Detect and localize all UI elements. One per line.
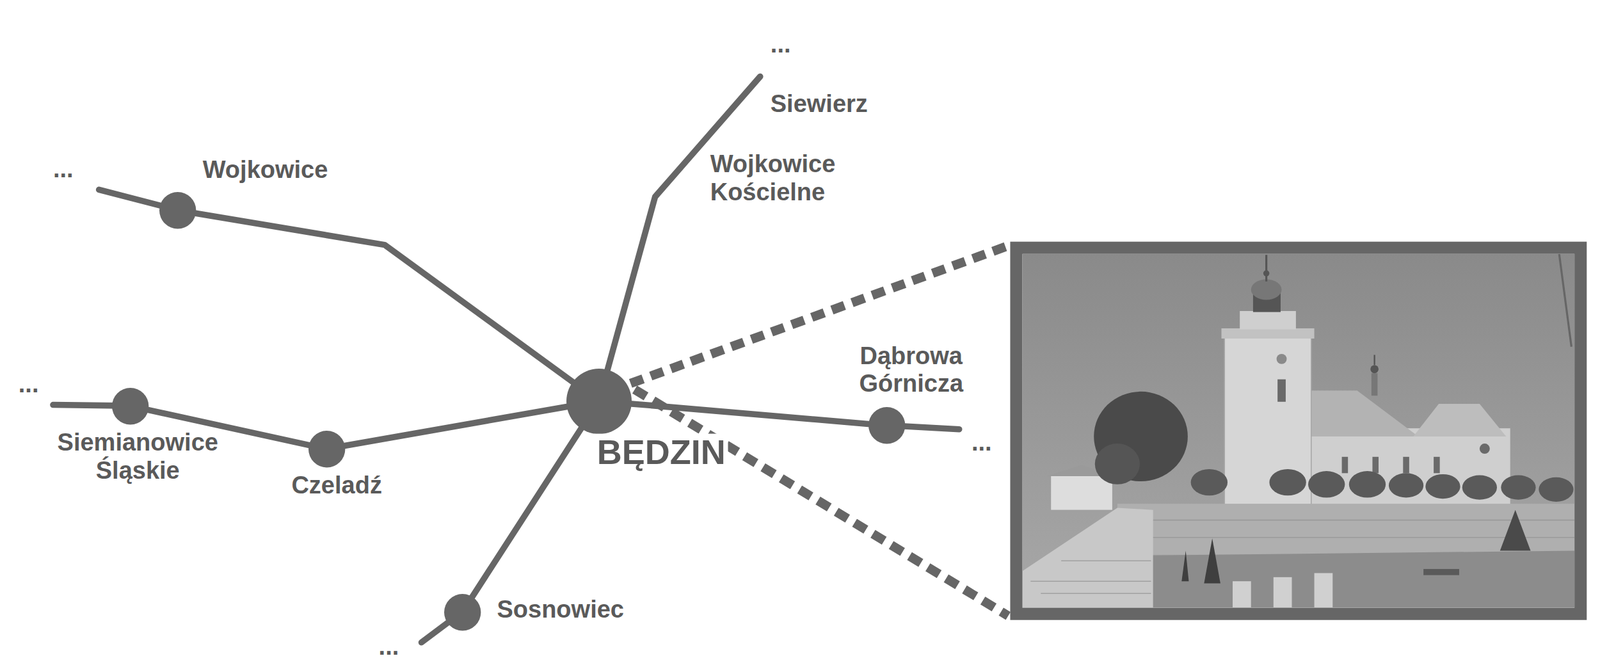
conifer [1500, 510, 1531, 552]
house [1050, 474, 1113, 510]
callout-lines [630, 245, 1008, 616]
post [1314, 572, 1334, 608]
town-name: Siewierz [770, 90, 868, 119]
town-node: Siemianowice Śląskie [112, 387, 149, 425]
town-dot-circle [566, 368, 632, 434]
post [1273, 577, 1293, 608]
trimmed-tree [1538, 477, 1574, 502]
tower [1224, 336, 1312, 505]
town-node: Wojkowice [159, 192, 196, 229]
bench [1423, 568, 1460, 576]
town-dot-circle [444, 593, 481, 631]
trimmed-tree [1462, 474, 1497, 500]
tower-window [1277, 379, 1286, 402]
small-spire-top [1370, 364, 1379, 374]
tree [1095, 443, 1140, 485]
town-dot-circle [112, 387, 149, 425]
tower-ball [1263, 270, 1270, 277]
town-name: Czeladź [291, 471, 382, 500]
town-node: Czeladź [308, 430, 345, 468]
town-name: Wojkowice [202, 156, 329, 185]
town-dot [308, 430, 345, 468]
tower-spire [1265, 254, 1268, 281]
church-window [1402, 456, 1410, 473]
trimmed-tree [1349, 471, 1386, 498]
tower-cornice [1221, 328, 1314, 339]
town-node: Dąbrowa Górnicza [868, 407, 905, 444]
continuation-mark: ... [18, 370, 40, 399]
post [1232, 581, 1252, 608]
town-dot [868, 407, 905, 444]
trimmed-tree [1191, 469, 1228, 496]
stair-step [1061, 560, 1151, 562]
route-line [472, 428, 582, 597]
dashed-leader [634, 389, 1009, 617]
town-dot [444, 593, 481, 631]
church-window [1479, 443, 1490, 454]
conifer [1181, 550, 1189, 582]
wall-line [1117, 519, 1575, 521]
route-line [195, 213, 573, 382]
route-line [631, 403, 869, 425]
continuation-mark: ... [971, 428, 992, 457]
tower-upper [1239, 311, 1296, 330]
tower-clock [1276, 353, 1288, 365]
conifer [1203, 538, 1221, 584]
church-photo [1022, 254, 1576, 608]
small-spire [1371, 373, 1378, 396]
city-name: BĘDZIN [594, 433, 729, 471]
town-dot-circle [159, 192, 196, 229]
route-line [344, 406, 567, 446]
apse-roof [1413, 403, 1506, 437]
continuation-mark: ... [378, 632, 400, 662]
church-window [1433, 456, 1440, 473]
tower-dome [1251, 279, 1282, 301]
town-dot-circle [308, 430, 345, 468]
town-name: Sosnowiec [496, 596, 624, 625]
church-window [1372, 456, 1379, 473]
stone-wall [1117, 503, 1575, 555]
town-name: Dąbrowa Górnicza [858, 342, 964, 399]
stairs [1022, 507, 1154, 608]
town-node: Sosnowiec [444, 593, 481, 631]
route-line [599, 76, 761, 401]
continuation-mark: ... [53, 155, 74, 184]
stair-step [1040, 593, 1151, 595]
grass [1122, 550, 1575, 608]
town-dot [159, 192, 196, 229]
hedge-trees [1191, 469, 1574, 502]
church-window [1342, 456, 1349, 473]
town-dot [112, 387, 149, 425]
small-spire-cross [1373, 354, 1375, 365]
pole [1559, 254, 1572, 347]
trimmed-tree [1269, 469, 1306, 496]
trimmed-tree [1500, 474, 1536, 500]
trimmed-tree [1425, 474, 1460, 499]
line-tails [53, 76, 960, 642]
continuation-mark: ... [770, 30, 792, 59]
town-name: Wojkowice Kościelne [710, 150, 836, 207]
stair-step [1030, 580, 1151, 582]
town-name: Siemianowice Śląskie [57, 429, 219, 486]
town-dot-circle [868, 407, 905, 444]
trimmed-tree [1388, 472, 1424, 498]
photo-frame [1016, 247, 1581, 614]
town-dot [566, 368, 632, 434]
trimmed-tree [1308, 471, 1345, 498]
church-body [1306, 428, 1511, 505]
town-node: BĘDZIN [566, 368, 632, 434]
church-roof [1309, 390, 1419, 437]
